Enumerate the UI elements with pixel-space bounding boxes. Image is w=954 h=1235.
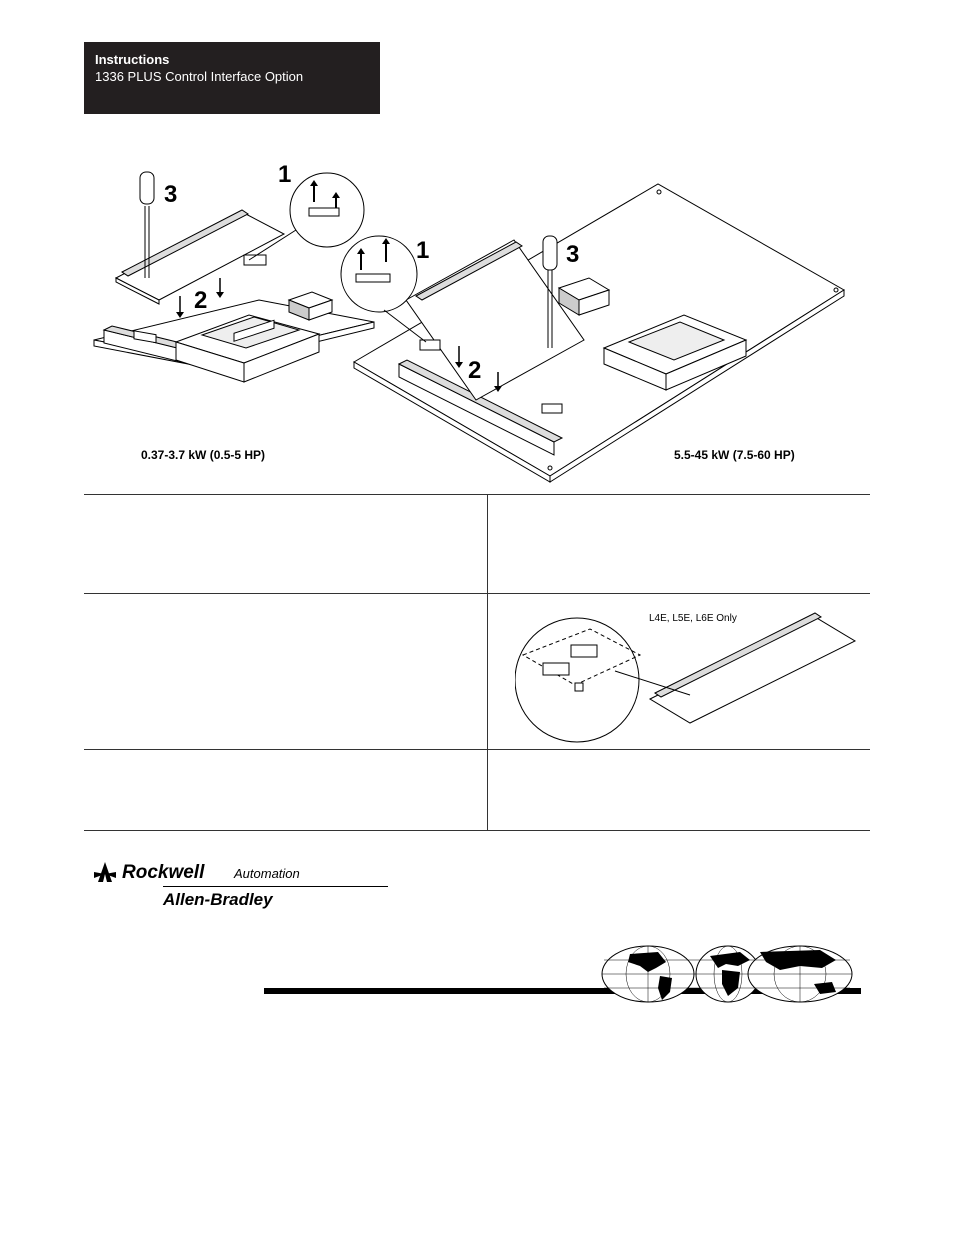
table-column-divider — [487, 494, 488, 831]
right-main-board — [353, 183, 845, 483]
table-rule-2 — [84, 593, 870, 594]
inset-label: L4E, L5E, L6E Only — [649, 613, 737, 624]
right-detail-circle — [340, 235, 427, 343]
installation-figure: 3 1 2 1 3 2 — [93, 161, 845, 483]
document-type: Instructions — [95, 52, 170, 67]
right-option-board — [405, 239, 611, 401]
left-keypad — [174, 314, 321, 383]
right-keypad — [602, 314, 748, 391]
left-step-1: 1 — [278, 161, 291, 188]
left-option-board — [114, 209, 286, 305]
table-rule-bottom — [84, 830, 870, 831]
brand-divider — [163, 886, 388, 887]
brand-rockwell: Rockwell — [122, 862, 205, 883]
left-step-2: 2 — [194, 287, 207, 314]
left-main-board — [93, 291, 375, 383]
brand-allen-bradley: Allen-Bradley — [163, 890, 273, 909]
left-step-3: 3 — [164, 181, 177, 208]
document-title: 1336 PLUS Control Interface Option — [95, 69, 304, 84]
globe-map-icon — [601, 945, 853, 1003]
right-step-2: 2 — [468, 357, 481, 384]
dip-switch-illustration: L4E, L5E, L6E Only — [515, 612, 857, 743]
footer-bar — [264, 988, 861, 994]
figure-caption-right: 5.5-45 kW (7.5-60 HP) — [674, 448, 795, 462]
table-rule-top — [84, 494, 870, 495]
header-block: Instructions 1336 PLUS Control Interface… — [84, 42, 380, 114]
left-detail-circle — [248, 172, 365, 261]
figure-caption-left: 0.37-3.7 kW (0.5-5 HP) — [141, 448, 266, 462]
right-terminal-strip — [397, 359, 564, 456]
right-step-1: 1 — [416, 237, 429, 264]
left-screwdriver — [139, 171, 155, 278]
brand-automation: Automation — [234, 866, 300, 881]
rockwell-logo-icon — [94, 862, 116, 882]
right-step-3: 3 — [566, 241, 579, 268]
right-screwdriver — [542, 235, 558, 348]
table-rule-3 — [84, 749, 870, 750]
